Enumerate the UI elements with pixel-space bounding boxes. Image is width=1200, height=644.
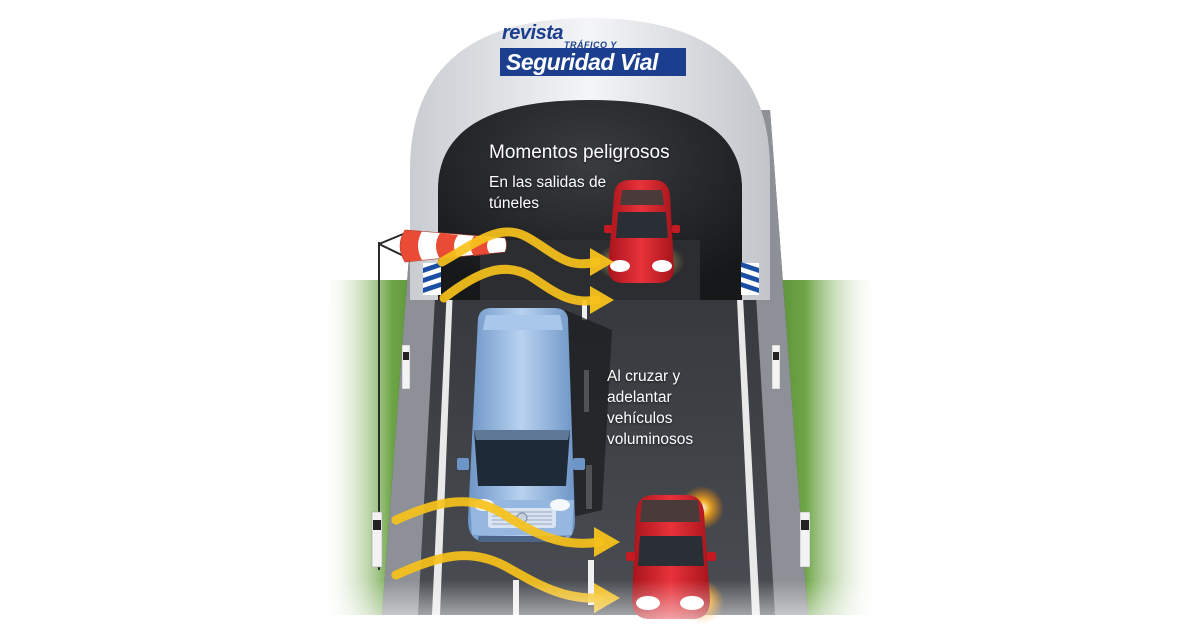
tunnel-chevrons-left (423, 262, 441, 295)
wind-arrow-2 (439, 264, 601, 306)
logo-seguridad-vial: Seguridad Vial (506, 49, 658, 75)
tunnel-chevrons-right (741, 262, 759, 295)
scenario-tunnel-label: En las salidas de túneles (489, 174, 607, 212)
red-car-tunnel-icon (595, 180, 685, 284)
logo-revista: revista (502, 22, 564, 44)
heading: Momentos peligrosos (489, 142, 670, 163)
scenario-overtake-label: Al cruzar y adelantar vehículos volumino… (607, 368, 694, 448)
logo-box (500, 48, 686, 76)
revista-logo: revista TRÁFICO Y Seguridad Vial (500, 22, 686, 76)
tunnel-inside (438, 100, 742, 300)
wind-arrow-1 (437, 227, 601, 269)
tunnel-portal (410, 18, 770, 300)
delineator-posts (371, 344, 811, 568)
wind-arrow-3 (391, 497, 605, 548)
logo-trafico: TRÁFICO Y (564, 40, 617, 50)
